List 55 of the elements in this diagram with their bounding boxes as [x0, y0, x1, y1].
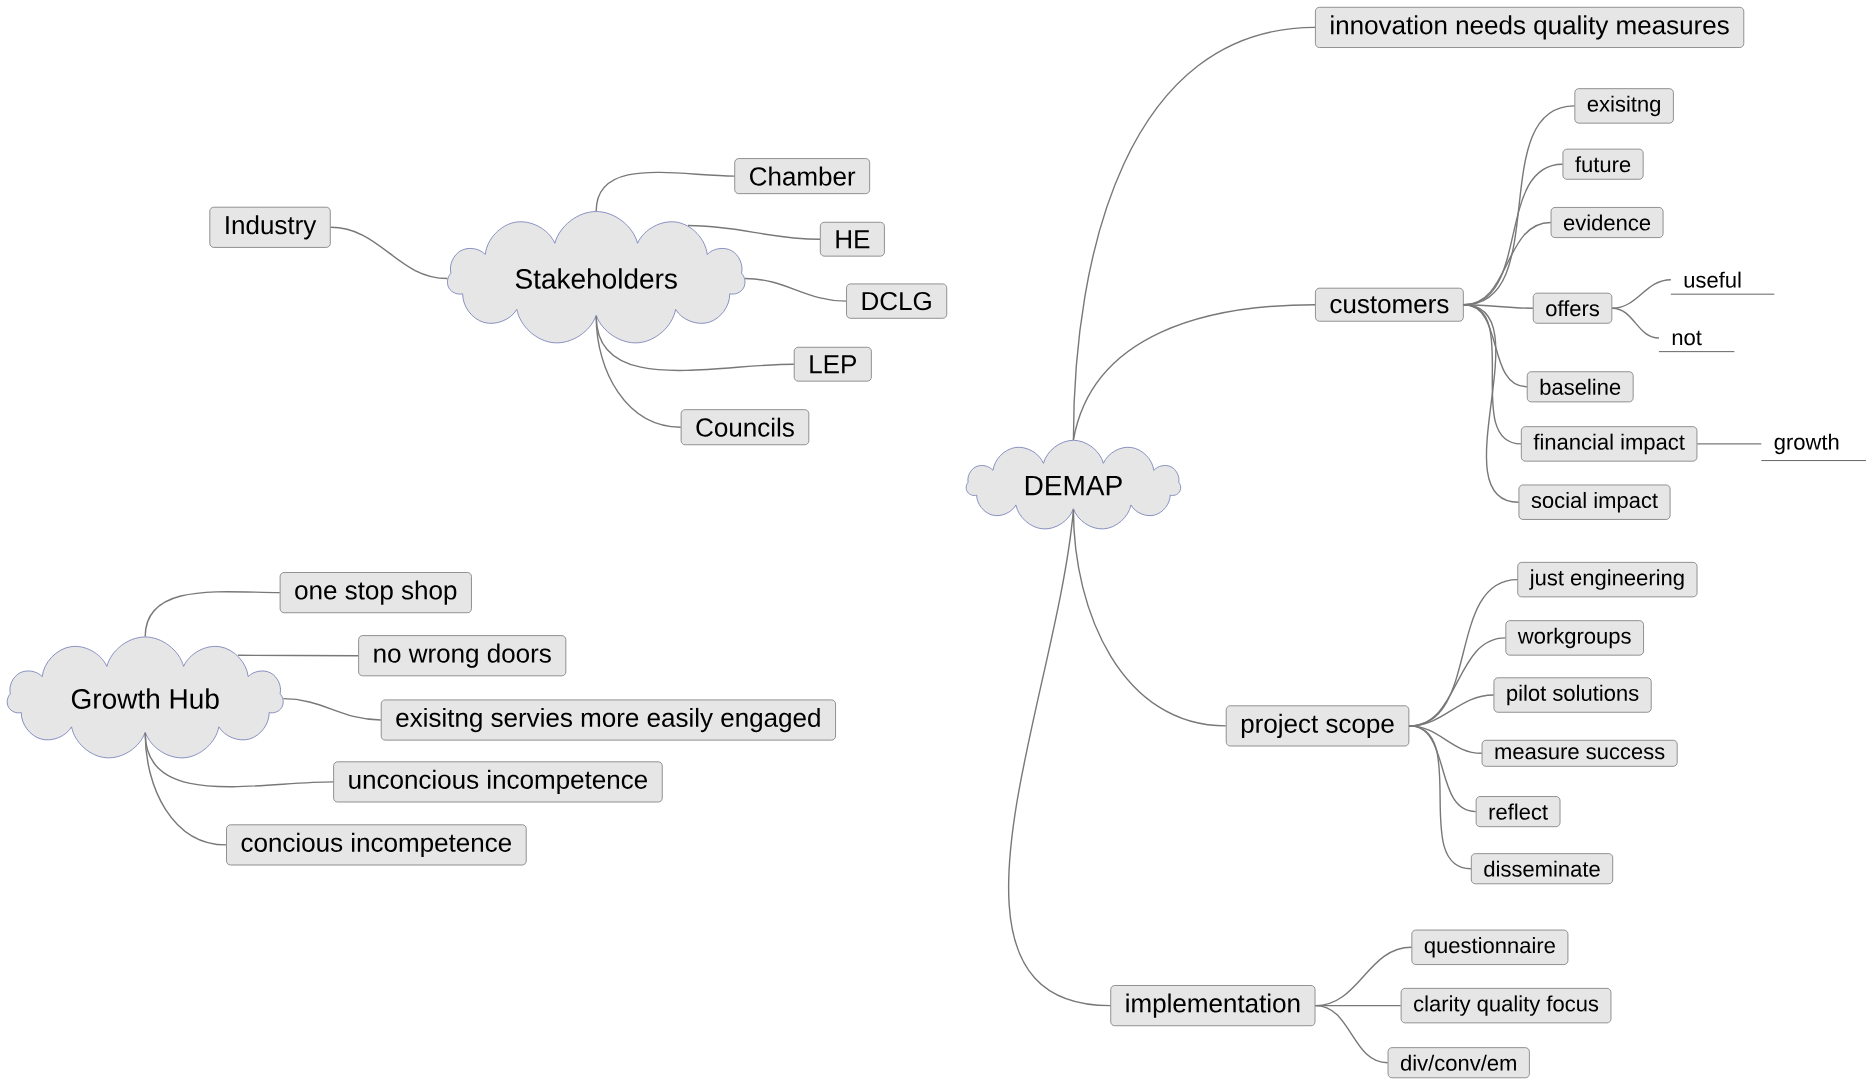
- connector: [144, 732, 227, 846]
- cloud-node: Growth Hub: [6, 636, 284, 759]
- subtopic-box: social impact: [1518, 484, 1671, 520]
- subtopic-box: exisitng: [1574, 88, 1674, 124]
- subtopic-box: just engineering: [1517, 561, 1698, 598]
- topic-box: unconcious incompetence: [333, 761, 663, 803]
- subtopic-box: div/conv/em: [1387, 1047, 1530, 1079]
- connector: [687, 224, 821, 240]
- connector: [1463, 304, 1528, 388]
- connector: [1008, 509, 1111, 1007]
- topic-box: project scope: [1225, 705, 1410, 747]
- connector: [744, 277, 847, 302]
- topic-box: one stop shop: [279, 572, 472, 614]
- branch-label: growth: [1760, 433, 1866, 461]
- connector: [1408, 725, 1472, 870]
- connector: [1611, 279, 1672, 309]
- subtopic-box: baseline: [1526, 371, 1634, 403]
- subtopic-box: future: [1562, 148, 1644, 180]
- connector: [595, 171, 735, 212]
- subtopic-box: pilot solutions: [1493, 677, 1652, 713]
- subtopic-box: financial impact: [1520, 426, 1698, 462]
- topic-box: concious incompetence: [226, 824, 527, 866]
- connector: [282, 697, 382, 721]
- topic-box: LEP: [793, 346, 872, 382]
- subtopic-box: evidence: [1550, 207, 1664, 238]
- connector: [237, 654, 359, 657]
- topic-box: customers: [1315, 287, 1464, 322]
- branch-label: useful: [1670, 271, 1775, 295]
- topic-box: implementation: [1110, 985, 1316, 1027]
- subtopic-box: workgroups: [1505, 620, 1644, 656]
- cloud-node: DEMAP: [965, 439, 1182, 530]
- subtopic-box: disseminate: [1470, 853, 1614, 885]
- connector: [595, 315, 682, 428]
- topic-box: no wrong doors: [358, 635, 567, 677]
- connector: [1696, 443, 1763, 445]
- topic-box: Chamber: [734, 158, 871, 195]
- subtopic-box: measure success: [1481, 739, 1678, 767]
- branch-label: not: [1658, 330, 1735, 353]
- connector: [1314, 1004, 1389, 1064]
- topic-box: Industry: [209, 206, 331, 248]
- topic-box: HE: [819, 221, 885, 257]
- topic-box: DCLG: [846, 283, 948, 319]
- connector: [144, 591, 281, 638]
- subtopic-box: offers: [1532, 292, 1613, 324]
- topic-box: innovation needs quality measures: [1315, 6, 1745, 48]
- connector: [330, 226, 449, 280]
- connector: [1072, 304, 1316, 441]
- connector: [1463, 304, 1520, 503]
- topic-box: Councils: [680, 409, 810, 446]
- connector: [1611, 307, 1660, 339]
- cloud-node: Stakeholders: [447, 211, 746, 344]
- subtopic-box: clarity quality focus: [1400, 987, 1612, 1024]
- subtopic-box: reflect: [1475, 796, 1561, 828]
- topic-box: exisitng servies more easily engaged: [380, 699, 836, 741]
- subtopic-box: questionnaire: [1411, 929, 1569, 965]
